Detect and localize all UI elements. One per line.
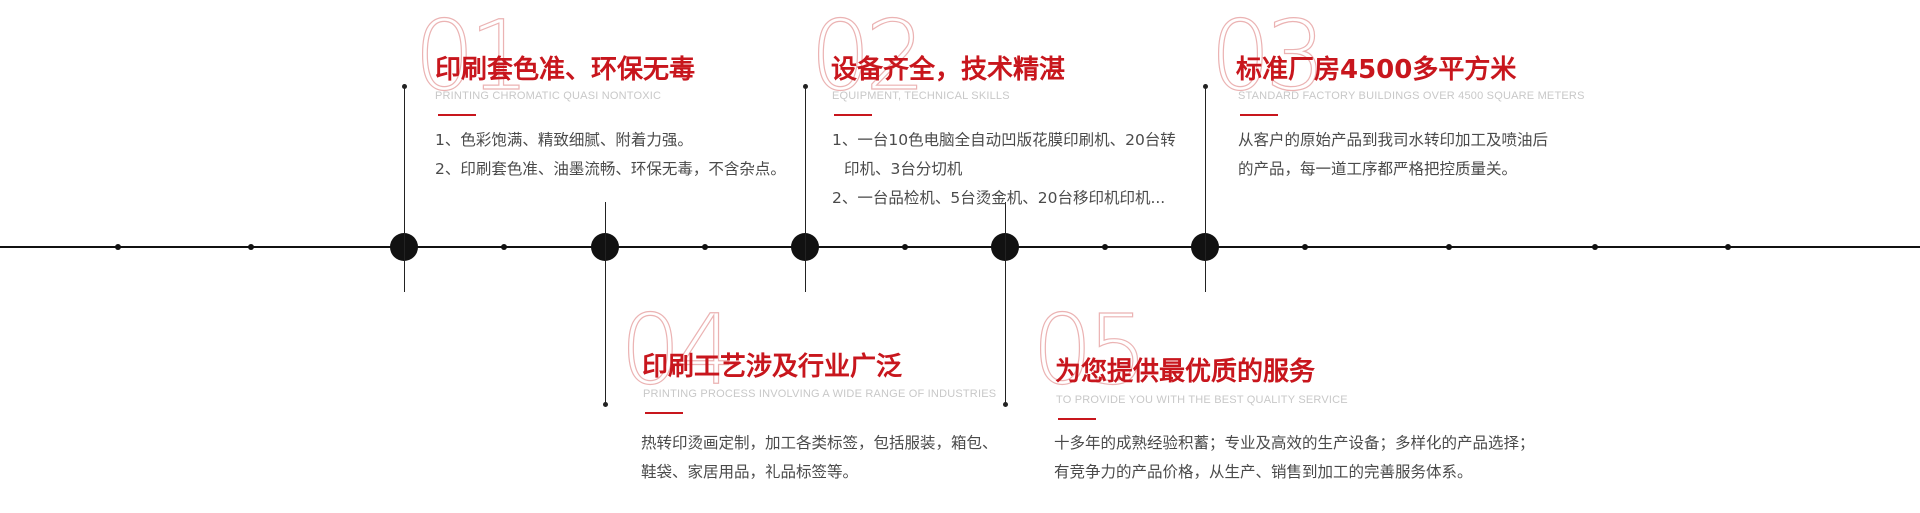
timeline-dot: [1302, 244, 1308, 250]
connector-end-dot: [603, 402, 608, 407]
title-underline: [834, 114, 872, 116]
description-line: 1、色彩饱满、精致细腻、附着力强。: [435, 131, 693, 149]
timeline-dot: [248, 244, 254, 250]
timeline-dot: [702, 244, 708, 250]
feature-title: 为您提供最优质的服务: [1055, 357, 1316, 387]
feature-number: 05: [1031, 294, 1148, 406]
timeline-dot: [115, 244, 121, 250]
description-line: 印机、3台分切机: [844, 160, 963, 178]
description-line: 热转印烫画定制，加工各类标签，包括服装，箱包、: [641, 434, 998, 452]
feature-subtitle: STANDARD FACTORY BUILDINGS OVER 4500 SQU…: [1238, 90, 1585, 102]
description-line: 2、一台品检机、5台烫金机、20台移印机印机...: [832, 189, 1166, 207]
title-underline: [645, 412, 683, 414]
description-line: 的产品，每一道工序都严格把控质量关。: [1238, 160, 1518, 178]
feature-number: 01: [413, 0, 530, 112]
connector-line-02: [805, 86, 806, 292]
timeline-axis: [0, 246, 1920, 248]
connector-line-05: [1005, 202, 1006, 405]
feature-description: 十多年的成熟经验积蓄；专业及高效的生产设备；多样化的产品选择； 有竞争力的产品价…: [1054, 429, 1535, 487]
connector-end-dot: [1003, 402, 1008, 407]
description-line: 1、一台10色电脑全自动凹版花膜印刷机、20台转: [832, 131, 1176, 149]
connector-line-03: [1205, 86, 1206, 292]
feature-number: 02: [809, 0, 926, 112]
connector-line-01: [404, 86, 405, 292]
feature-subtitle: PRINTING CHROMATIC QUASI NONTOXIC: [435, 90, 662, 102]
connector-line-04: [605, 202, 606, 405]
timeline-dot: [501, 244, 507, 250]
connector-end-dot: [402, 84, 407, 89]
feature-title: 印刷套色准、环保无毒: [435, 55, 696, 85]
feature-description: 从客户的原始产品到我司水转印加工及喷油后 的产品，每一道工序都严格把控质量关。: [1238, 126, 1548, 184]
timeline-dot: [1102, 244, 1108, 250]
timeline-dot: [1592, 244, 1598, 250]
feature-subtitle: EQUIPMENT, TECHNICAL SKILLS: [832, 90, 1010, 102]
timeline-dot: [1446, 244, 1452, 250]
timeline-dot: [1725, 244, 1731, 250]
feature-title: 设备齐全，技术精湛: [831, 55, 1066, 85]
feature-description: 1、一台10色电脑全自动凹版花膜印刷机、20台转 印机、3台分切机 2、一台品检…: [832, 126, 1176, 213]
connector-end-dot: [803, 84, 808, 89]
feature-subtitle: TO PROVIDE YOU WITH THE BEST QUALITY SER…: [1056, 394, 1348, 406]
feature-number: 04: [619, 294, 736, 406]
description-line: 十多年的成熟经验积蓄；专业及高效的生产设备；多样化的产品选择；: [1054, 434, 1535, 452]
title-underline: [1240, 114, 1278, 116]
connector-end-dot: [1203, 84, 1208, 89]
feature-number: 03: [1209, 0, 1326, 112]
feature-title: 印刷工艺涉及行业广泛: [642, 352, 903, 382]
title-underline: [438, 114, 476, 116]
timeline-dot: [902, 244, 908, 250]
description-line: 2、印刷套色准、油墨流畅、环保无毒，不含杂点。: [435, 160, 786, 178]
description-line: 鞋袋、家居用品，礼品标签等。: [641, 463, 859, 481]
title-underline: [1058, 418, 1096, 420]
description-line: 从客户的原始产品到我司水转印加工及喷油后: [1238, 131, 1549, 149]
feature-description: 热转印烫画定制，加工各类标签，包括服装，箱包、 鞋袋、家居用品，礼品标签等。: [641, 429, 998, 487]
feature-title: 标准厂房4500多平方米: [1236, 55, 1517, 85]
feature-description: 1、色彩饱满、精致细腻、附着力强。 2、印刷套色准、油墨流畅、环保无毒，不含杂点…: [435, 126, 786, 184]
description-line: 有竞争力的产品价格，从生产、销售到加工的完善服务体系。: [1054, 463, 1473, 481]
feature-subtitle: PRINTING PROCESS INVOLVING A WIDE RANGE …: [643, 388, 997, 400]
